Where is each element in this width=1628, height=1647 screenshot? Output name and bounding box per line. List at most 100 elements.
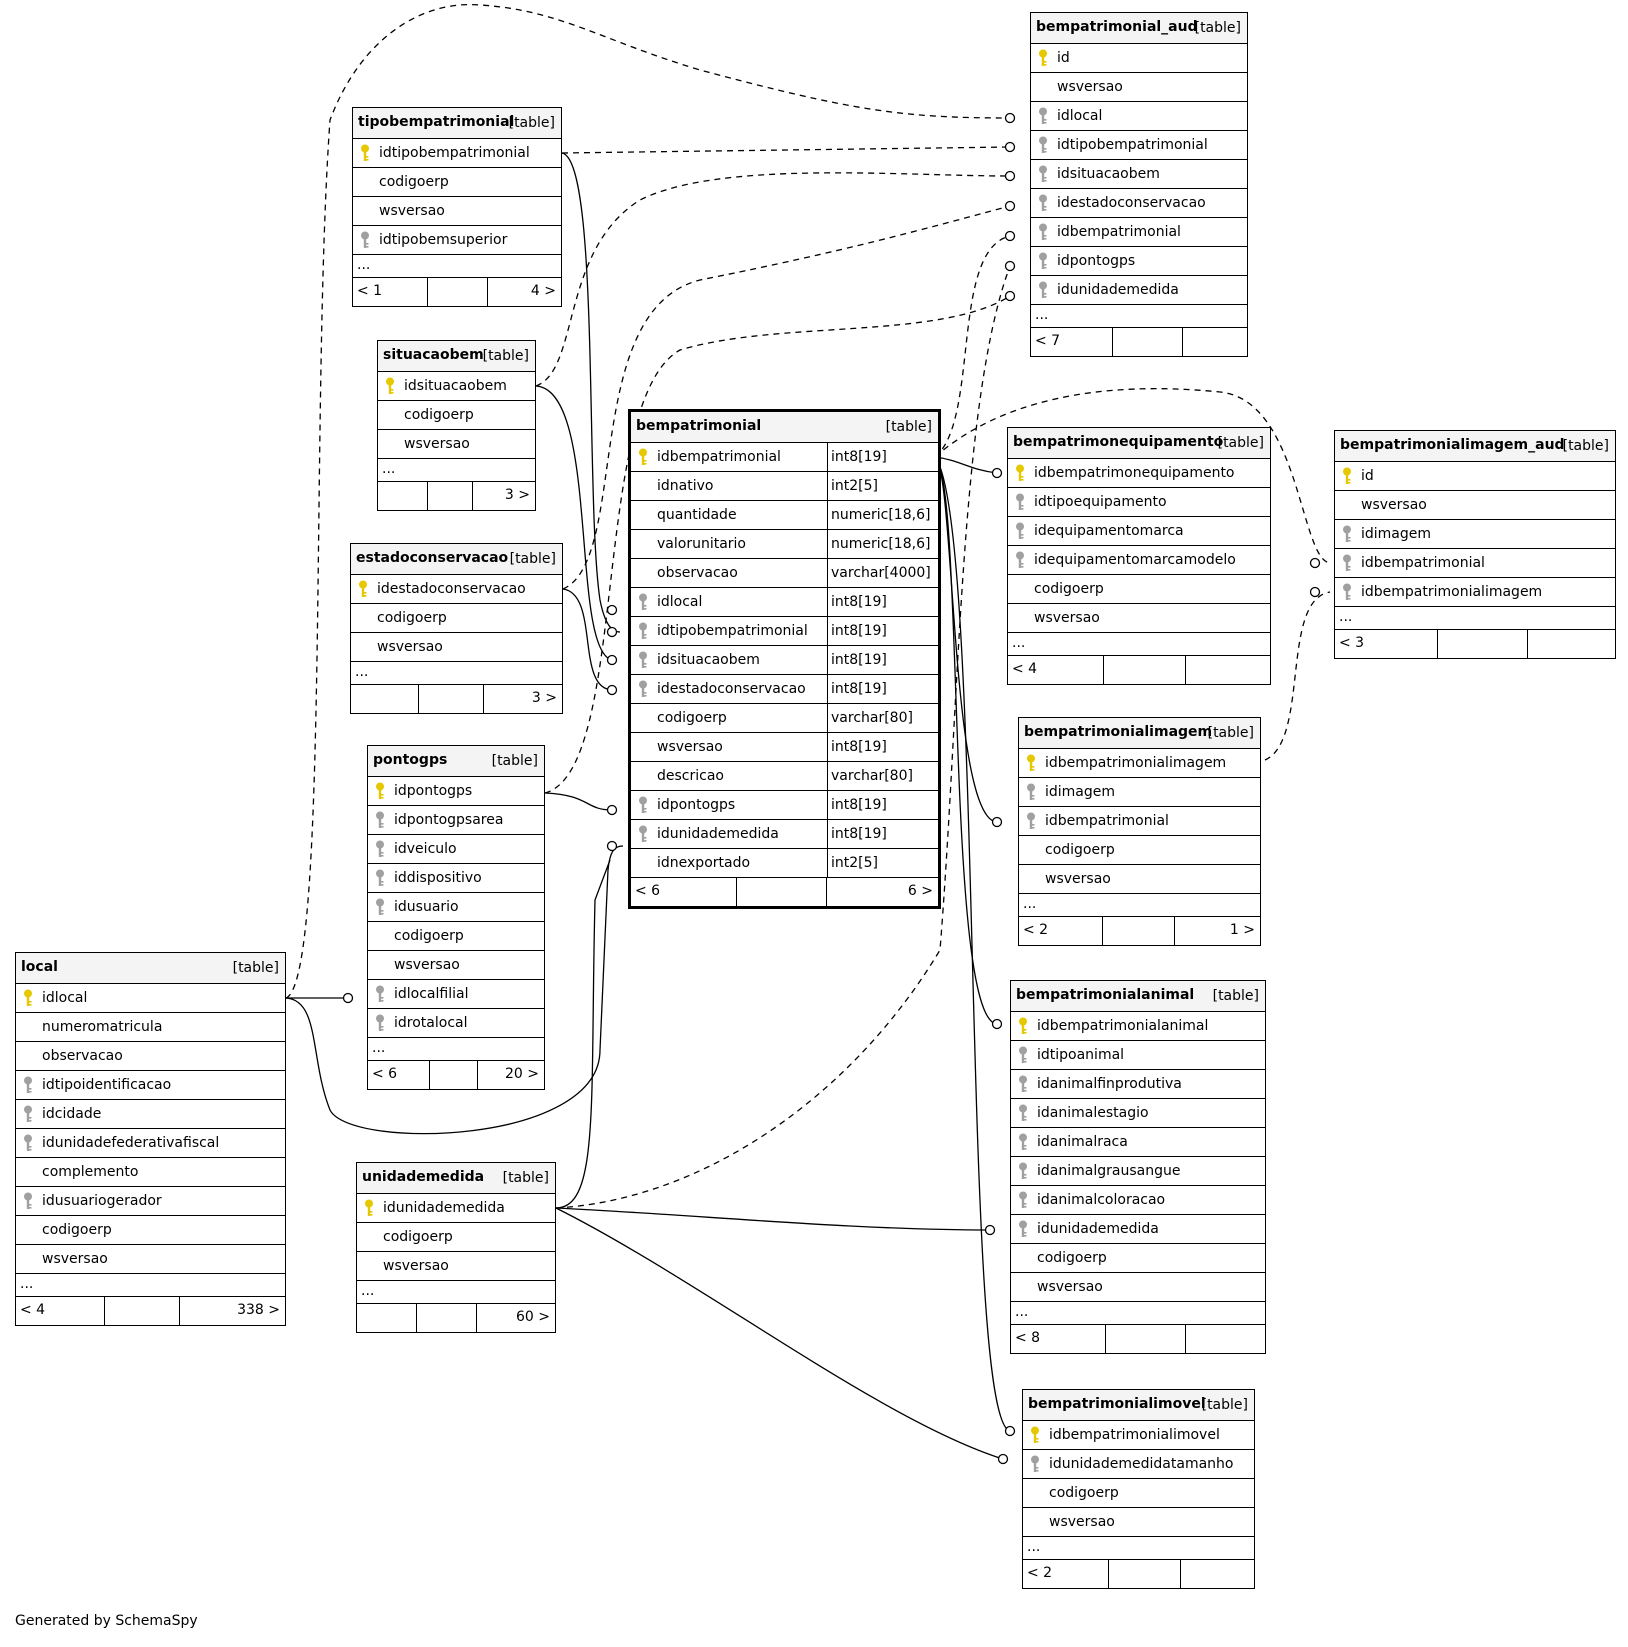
parent-count[interactable]: < 3 xyxy=(1335,630,1438,658)
table-header[interactable]: bempatrimonialimagem_aud[table] xyxy=(1335,431,1615,462)
column-row[interactable]: idbempatrimonial xyxy=(1031,218,1247,247)
child-count[interactable]: 3 > xyxy=(531,690,557,706)
table-estadoconservacao[interactable]: estadoconservacao[table]idestadoconserva… xyxy=(350,543,563,714)
table-bempatrimonequipamento[interactable]: bempatrimonequipamento[table]idbempatrim… xyxy=(1007,427,1271,685)
child-count[interactable]: 3 > xyxy=(504,487,530,503)
column-row[interactable]: wsversao xyxy=(351,633,562,662)
column-row[interactable]: idtipobempatrimonial xyxy=(1031,131,1247,160)
column-row[interactable]: observacao xyxy=(16,1042,285,1071)
column-row[interactable]: codigoerp xyxy=(1008,575,1270,604)
column-row[interactable]: idtipobempatrimonial xyxy=(353,139,561,168)
parent-count[interactable]: < 2 xyxy=(1019,917,1103,945)
table-header[interactable]: pontogps[table] xyxy=(368,746,544,777)
parent-count[interactable]: < 4 xyxy=(1008,656,1104,684)
table-header[interactable]: bempatrimonialimovel[table] xyxy=(1023,1390,1254,1421)
table-bempatrimonialanimal[interactable]: bempatrimonialanimal[table]idbempatrimon… xyxy=(1010,980,1266,1354)
column-row[interactable]: idimagem xyxy=(1335,520,1615,549)
more-columns-row[interactable]: ... xyxy=(368,1038,544,1061)
column-row[interactable]: idunidadefederativafiscal xyxy=(16,1129,285,1158)
column-row[interactable]: wsversao xyxy=(368,951,544,980)
column-row[interactable]: codigoerp xyxy=(1023,1479,1254,1508)
parent-count[interactable] xyxy=(357,1304,417,1332)
column-row[interactable]: idpontogps xyxy=(1031,247,1247,276)
more-columns-row[interactable]: ... xyxy=(351,662,562,685)
column-row[interactable]: numeromatricula xyxy=(16,1013,285,1042)
column-row[interactable]: idpontogpsarea xyxy=(368,806,544,835)
column-row[interactable]: codigoerp xyxy=(378,401,535,430)
column-row[interactable]: wsversao xyxy=(16,1245,285,1274)
column-row[interactable]: codigoerp xyxy=(351,604,562,633)
more-columns-row[interactable]: ... xyxy=(1008,633,1270,656)
parent-count[interactable]: < 6 xyxy=(631,878,737,906)
parent-count[interactable]: < 4 xyxy=(16,1297,105,1325)
parent-count[interactable] xyxy=(378,482,428,510)
column-row[interactable]: wsversao xyxy=(1335,491,1615,520)
column-row[interactable]: idtipoequipamento xyxy=(1008,488,1270,517)
column-row[interactable]: wsversao xyxy=(1023,1508,1254,1537)
column-row[interactable]: idestadoconservacao xyxy=(1031,189,1247,218)
table-header[interactable]: local[table] xyxy=(16,953,285,984)
column-row[interactable]: idbempatrimonialimagem xyxy=(1019,749,1260,778)
column-row[interactable]: idbempatrimonial xyxy=(1335,549,1615,578)
child-count[interactable]: 4 > xyxy=(530,283,556,299)
child-count[interactable] xyxy=(1181,1560,1254,1588)
table-bempatrimonialimagem[interactable]: bempatrimonialimagem[table]idbempatrimon… xyxy=(1018,717,1261,946)
column-row[interactable]: codigoerp xyxy=(353,168,561,197)
parent-count[interactable]: < 7 xyxy=(1031,328,1113,356)
child-count[interactable]: 60 > xyxy=(516,1309,550,1325)
column-row[interactable]: codigoerp xyxy=(357,1223,555,1252)
child-count[interactable]: 20 > xyxy=(505,1066,539,1082)
column-row[interactable]: idimagem xyxy=(1019,778,1260,807)
column-row[interactable]: iddispositivo xyxy=(368,864,544,893)
more-columns-row[interactable]: ... xyxy=(1019,894,1260,917)
column-row[interactable]: id xyxy=(1335,462,1615,491)
column-row[interactable]: idanimalestagio xyxy=(1011,1099,1265,1128)
table-header[interactable]: bempatrimonial[table] xyxy=(631,412,938,443)
parent-count[interactable]: < 2 xyxy=(1023,1560,1109,1588)
column-row[interactable]: idbempatrimonialimagem xyxy=(1335,578,1615,607)
column-row[interactable]: wsversao xyxy=(1019,865,1260,894)
more-columns-row[interactable]: ... xyxy=(16,1274,285,1297)
child-count[interactable]: 6 > xyxy=(907,883,933,899)
parent-count[interactable]: < 6 xyxy=(368,1061,430,1089)
column-row[interactable]: idunidademedida xyxy=(1031,276,1247,305)
table-header[interactable]: bempatrimonialimagem[table] xyxy=(1019,718,1260,749)
column-row[interactable]: codigoerp xyxy=(1011,1244,1265,1273)
table-header[interactable]: tipobempatrimonial[table] xyxy=(353,108,561,139)
column-row[interactable]: idrotalocal xyxy=(368,1009,544,1038)
column-row[interactable]: idunidademedida xyxy=(1011,1215,1265,1244)
column-row[interactable]: idtipoanimal xyxy=(1011,1041,1265,1070)
child-count[interactable] xyxy=(1186,1325,1265,1353)
more-columns-row[interactable]: ... xyxy=(378,459,535,482)
table-bempatrimonialimovel[interactable]: bempatrimonialimovel[table]idbempatrimon… xyxy=(1022,1389,1255,1589)
column-row[interactable]: codigoerp xyxy=(1019,836,1260,865)
child-count[interactable] xyxy=(1183,328,1247,356)
column-row[interactable]: idtipoidentificacao xyxy=(16,1071,285,1100)
column-row[interactable]: idanimalfinprodutiva xyxy=(1011,1070,1265,1099)
parent-count[interactable]: < 8 xyxy=(1011,1325,1106,1353)
parent-count[interactable] xyxy=(351,685,419,713)
child-count[interactable]: 1 > xyxy=(1229,922,1255,938)
column-row[interactable]: wsversao xyxy=(1031,73,1247,102)
child-count[interactable] xyxy=(1186,656,1270,684)
column-row[interactable]: codigoerp xyxy=(368,922,544,951)
parent-count[interactable]: < 1 xyxy=(353,278,428,306)
column-row[interactable]: idanimalcoloracao xyxy=(1011,1186,1265,1215)
column-row[interactable]: idanimalgrausangue xyxy=(1011,1157,1265,1186)
column-row[interactable]: wsversao xyxy=(357,1252,555,1281)
